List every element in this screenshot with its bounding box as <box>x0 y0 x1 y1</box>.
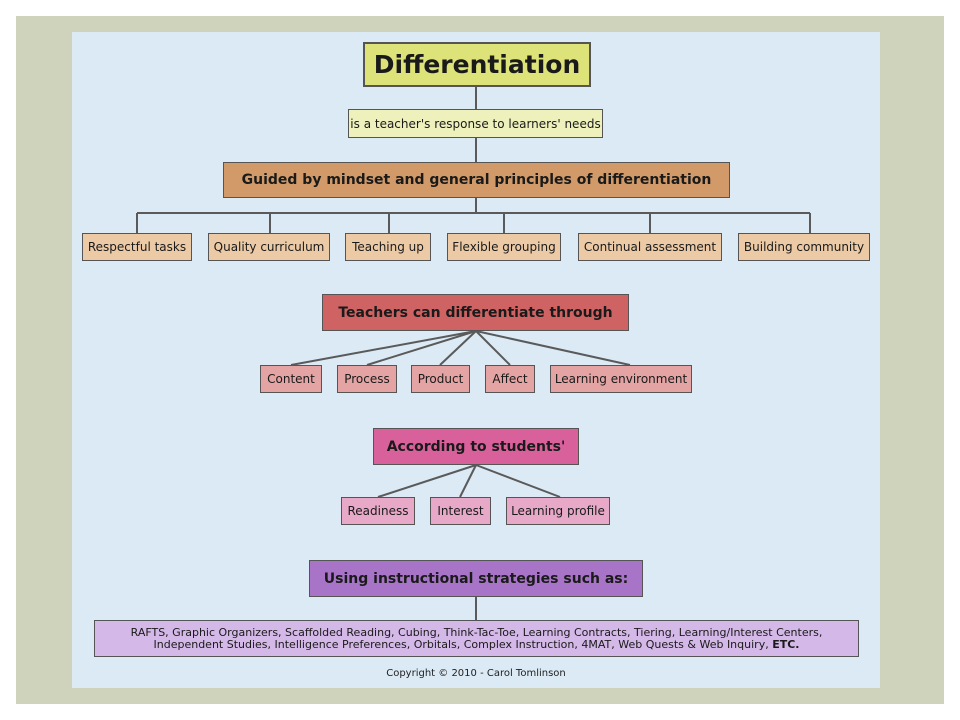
copyright-text: Copyright © 2010 - Carol Tomlinson <box>386 668 566 679</box>
strategies-line-2: Independent Studies, Intelligence Prefer… <box>153 637 800 651</box>
students-interest: Interest <box>430 497 491 525</box>
principle-flexible-grouping: Flexible grouping <box>447 233 561 261</box>
through-process: Process <box>337 365 397 393</box>
students-learning-profile: Learning profile <box>506 497 610 525</box>
students-readiness: Readiness <box>341 497 415 525</box>
principle-respectful-tasks: Respectful tasks <box>82 233 192 261</box>
strategies-heading: Using instructional strategies such as: <box>309 560 643 597</box>
through-content: Content <box>260 365 322 393</box>
through-heading: Teachers can differentiate through <box>322 294 629 331</box>
principle-teaching-up: Teaching up <box>345 233 431 261</box>
students-heading: According to students' <box>373 428 579 465</box>
title-box: Differentiation <box>363 42 591 87</box>
through-product: Product <box>411 365 470 393</box>
principles-heading: Guided by mindset and general principles… <box>223 162 730 198</box>
through-learning-environment: Learning environment <box>550 365 692 393</box>
principle-building-community: Building community <box>738 233 870 261</box>
through-affect: Affect <box>485 365 535 393</box>
strategies-line-2-text: Independent Studies, Intelligence Prefer… <box>153 637 769 651</box>
principle-quality-curriculum: Quality curriculum <box>208 233 330 261</box>
principle-continual-assessment: Continual assessment <box>578 233 722 261</box>
definition-box: is a teacher's response to learners' nee… <box>348 109 603 138</box>
strategies-etc: ETC. <box>772 637 800 651</box>
strategies-line-1: RAFTS, Graphic Organizers, Scaffolded Re… <box>130 625 823 639</box>
strategies-list: RAFTS, Graphic Organizers, Scaffolded Re… <box>94 620 859 657</box>
